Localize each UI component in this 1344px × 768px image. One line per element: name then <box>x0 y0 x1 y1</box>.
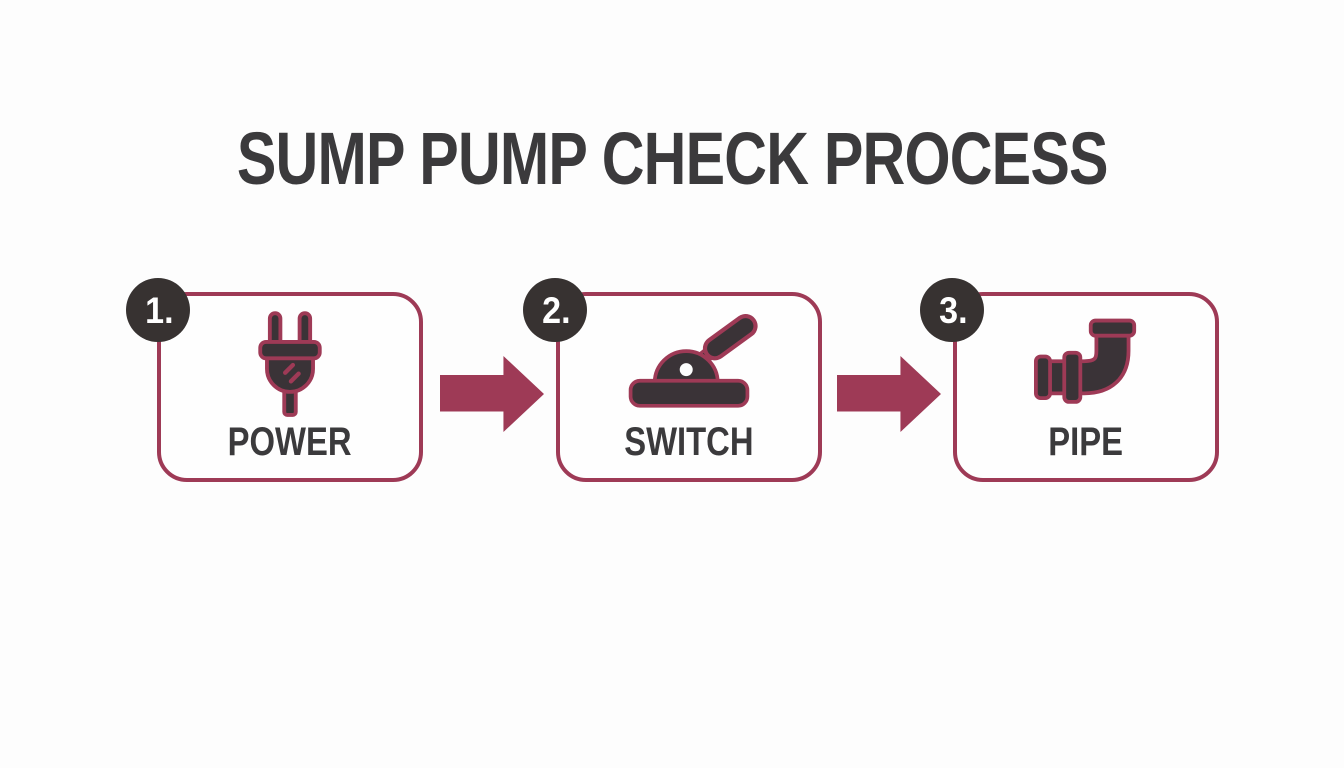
step-number-badge: 1. <box>126 278 190 342</box>
pipe-elbow-icon <box>957 306 1215 424</box>
power-plug-icon <box>161 306 419 424</box>
step-number: 2. <box>541 289 571 331</box>
page-title: SUMP PUMP CHECK PROCESS <box>0 116 1344 201</box>
step-card-pipe: PIPE <box>953 292 1219 482</box>
step-card-power: POWER <box>157 292 423 482</box>
step-number: 1. <box>144 289 174 331</box>
step-label: PIPE <box>1048 420 1124 464</box>
step-label: SWITCH <box>624 420 754 464</box>
flow-arrow-right-icon <box>440 356 544 432</box>
step-number-badge: 3. <box>920 278 984 342</box>
page-title-text: SUMP PUMP CHECK PROCESS <box>236 117 1109 200</box>
step-label: POWER <box>228 420 352 464</box>
step-number-badge: 2. <box>523 278 587 342</box>
lever-switch-icon <box>560 306 818 424</box>
flow-arrow-right-icon <box>837 356 941 432</box>
step-number: 3. <box>938 289 968 331</box>
step-card-switch: SWITCH <box>556 292 822 482</box>
